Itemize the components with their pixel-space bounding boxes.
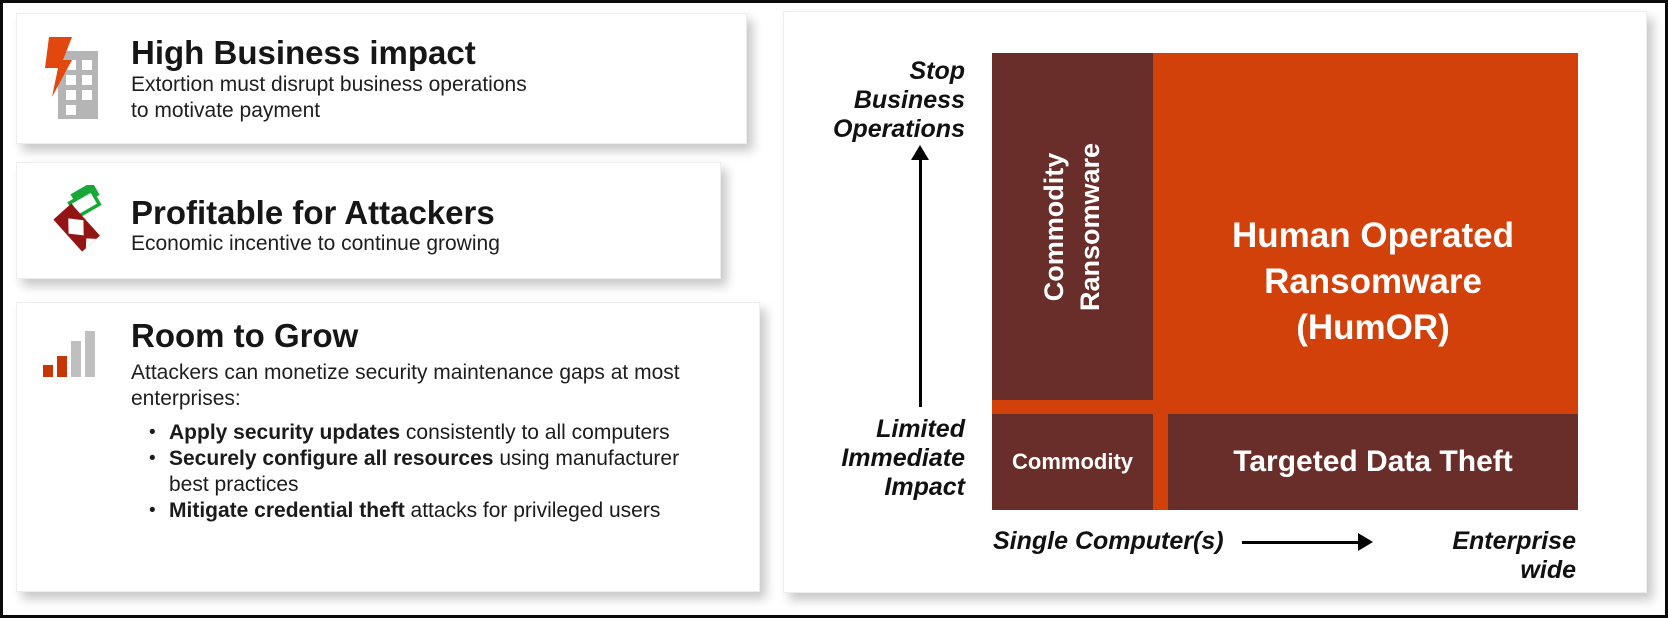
quadrant-commodity: Commodity — [992, 414, 1153, 510]
bullet-rest-text: consistently to all computers — [400, 421, 670, 444]
card-title: Profitable for Attackers — [131, 194, 495, 231]
bullet-continuation: best practices — [169, 473, 299, 496]
quadrant-humor-label: Human Operated Ransomware (HumOR) — [1232, 215, 1514, 347]
body-line: to motivate payment — [131, 99, 321, 122]
growth-bars-icon — [43, 329, 99, 377]
card-title: High Business impact — [131, 34, 476, 71]
money-icon — [51, 181, 107, 255]
y-axis-top-label: Stop Business Operations — [833, 57, 965, 143]
bullet-bold-text: Securely configure all resources — [169, 447, 494, 470]
y-axis-arrow-line — [919, 159, 922, 407]
y-axis-bottom-label: Limited Immediate Impact — [841, 415, 965, 501]
x-axis-left-label: Single Computer(s) — [993, 527, 1224, 555]
list-item: • Mitigate credential theft attacks for … — [149, 498, 679, 524]
up-arrow-icon — [911, 145, 929, 160]
body-line: enterprises: — [131, 387, 241, 410]
body-line: Attackers can monetize security maintena… — [131, 361, 680, 384]
bullet-rest-text: attacks for privileged users — [404, 499, 661, 522]
quadrant-commodity-ransomware — [992, 53, 1153, 400]
bullet-list: • Apply security updates consistently to… — [149, 420, 679, 524]
body-line: Extortion must disrupt business operatio… — [131, 73, 527, 96]
list-item: • Apply security updates consistently to… — [149, 420, 679, 446]
x-axis-right-label: Enterprise wide — [1452, 527, 1576, 584]
x-axis-arrow-line — [1242, 541, 1360, 544]
bullet-bold-text: Mitigate credential theft — [169, 499, 405, 522]
card-body: Extortion must disrupt business operatio… — [131, 72, 527, 124]
bullet-icon: • — [149, 422, 156, 443]
bullet-bold-text: Apply security updates — [169, 421, 401, 444]
card-profitable-for-attackers: Profitable for Attackers Economic incent… — [16, 162, 721, 279]
body-line: Economic incentive to continue growing — [131, 232, 500, 255]
card-body: Attackers can monetize security maintena… — [131, 360, 680, 412]
card-room-to-grow: Room to Grow Attackers can monetize secu… — [16, 302, 760, 592]
quadrant-commodity-ransomware-label: Commodity Ransomware — [1039, 142, 1106, 311]
bullet-rest-text: using manufacturer — [493, 447, 680, 470]
right-arrow-icon — [1358, 533, 1373, 551]
list-item: • Securely configure all resources using… — [149, 446, 679, 498]
quadrant-targeted-data-theft: Targeted Data Theft — [1168, 414, 1578, 510]
bullet-icon: • — [149, 448, 156, 469]
card-title: Room to Grow — [131, 317, 359, 354]
bullet-icon: • — [149, 500, 156, 521]
card-body: Economic incentive to continue growing — [131, 231, 500, 257]
card-high-business-impact: High Business impact Extortion must disr… — [16, 13, 747, 144]
building-lightning-icon — [36, 37, 100, 121]
